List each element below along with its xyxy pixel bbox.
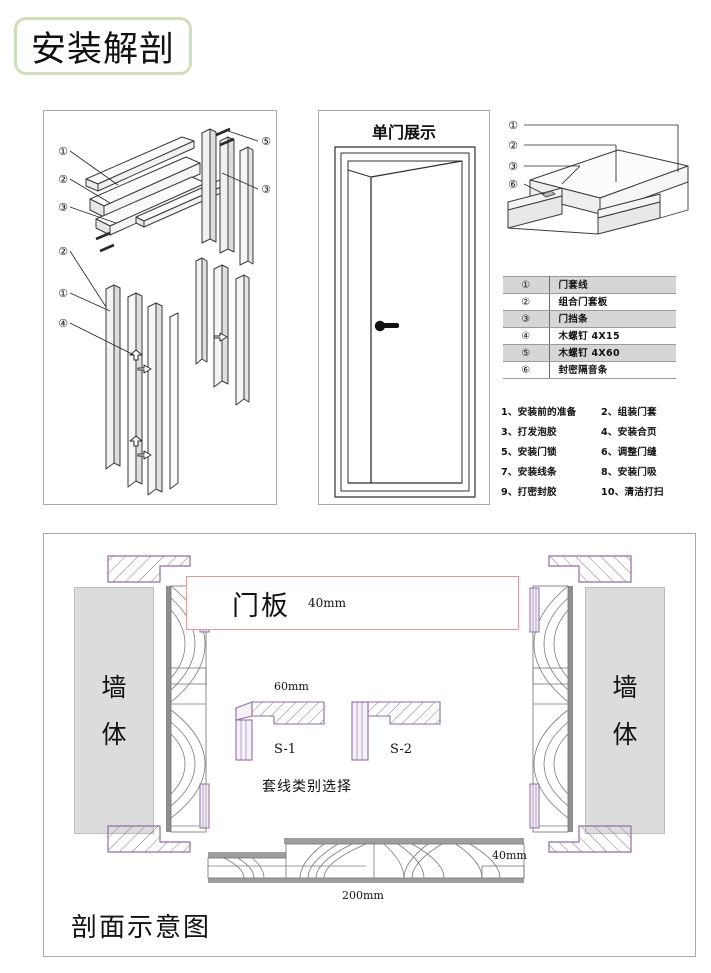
callout-3b: ③ (261, 183, 271, 196)
single-door-display-panel: 单门展示 (318, 110, 490, 505)
list-item: 10、清洁打扫 (601, 487, 664, 498)
jamb-section-right (529, 585, 573, 833)
detail-callout-1: ① (508, 119, 518, 132)
trim-selection-caption: 套线类别选择 (262, 779, 352, 795)
detail-callout-6: ⑥ (508, 178, 518, 191)
detail-callout-3: ③ (508, 160, 518, 173)
wall-block-left: 墙 体 (74, 587, 154, 834)
page-title: 安装解剖 (30, 29, 175, 70)
single-door-title: 单门展示 (371, 123, 436, 142)
plank-thickness-dim: 40mm (492, 849, 527, 862)
exploded-assembly-drawing: ① ② ③ ② ① ④ ⑤ ③ (58, 127, 271, 496)
wall-label-char2: 体 (612, 719, 638, 749)
legend-name: 组合门套板 (549, 293, 676, 311)
legend-num: ⑥ (503, 361, 550, 379)
trim-label-s1: S-1 (274, 742, 297, 757)
door-panel-label: 门板 (232, 590, 290, 622)
legend-num: ④ (503, 327, 550, 345)
trim-profile-s1 (235, 701, 325, 761)
list-item: 9、打密封胶 (501, 487, 557, 498)
trim-profile-s2 (351, 701, 441, 761)
list-item: 8、安装门吸 (601, 467, 657, 478)
section-diagram-caption: 剖面示意图 (71, 913, 212, 943)
section-diagram-panel: 墙 体 墙 体 (43, 533, 696, 957)
frame-detail-drawing: ① ② ③ ⑥ (507, 119, 689, 235)
callout-1a: ① (58, 145, 68, 158)
frame-detail-panel: ① ② ③ ⑥ (500, 110, 696, 235)
callout-1b: ① (58, 287, 68, 300)
single-door-drawing (334, 146, 476, 498)
legend-name: 木螺钉 4X60 (549, 344, 676, 362)
legend-name: 门套线 (549, 276, 676, 294)
table-row: ⑤ 木螺钉 4X60 (503, 344, 676, 362)
installation-steps-list: 1、安装前的准备 2、组装门套 3、打发泡胶 4、安装合页 5、安装门锁 6、调… (501, 404, 685, 498)
door-panel-thickness: 40mm (308, 596, 347, 610)
casing-left-bottom (107, 825, 191, 853)
trim-width-dim: 60mm (274, 680, 309, 693)
legend-name: 门挡条 (549, 310, 676, 328)
casing-right-bottom (548, 825, 632, 853)
casing-right-top (548, 555, 632, 583)
casing-left-top (107, 555, 191, 583)
wall-block-right: 墙 体 (585, 587, 665, 834)
table-row: ① 门套线 (503, 276, 676, 294)
wall-label-char2: 体 (101, 719, 127, 749)
table-row: ④ 木螺钉 4X15 (503, 327, 676, 345)
table-row: ③ 门挡条 (503, 310, 676, 328)
exploded-assembly-panel: ① ② ③ ② ① ④ ⑤ ③ (43, 110, 277, 505)
legend-name: 木螺钉 4X15 (549, 327, 676, 345)
trim-label-s2: S-2 (390, 742, 413, 757)
table-row: ⑥ 封密隔音条 (503, 361, 676, 379)
legend-num: ② (503, 293, 550, 311)
callout-2b: ② (58, 245, 68, 258)
door-handle-icon (374, 320, 399, 332)
wall-label-char1: 墙 (612, 672, 638, 702)
list-item: 7、安装线条 (501, 467, 557, 478)
legend-num: ③ (503, 310, 550, 328)
wall-label-char1: 墙 (101, 672, 127, 702)
callout-4a: ④ (58, 317, 68, 330)
parts-legend-body: ① 门套线 ② 组合门套板 ③ 门挡条 ④ 木螺钉 4X15 ⑤ 木螺钉 4X6… (503, 276, 676, 379)
plank-profile-drawing (207, 838, 525, 883)
table-row: ② 组合门套板 (503, 293, 676, 311)
page-title-badge: 安装解剖 (14, 17, 192, 75)
list-item: 6、调整门缝 (601, 447, 657, 458)
callout-2a: ② (58, 173, 68, 186)
list-item: 3、打发泡胶 (501, 427, 557, 438)
callout-3a: ③ (58, 201, 68, 214)
list-item: 2、组装门套 (601, 407, 657, 418)
list-item: 1、安装前的准备 (501, 407, 577, 418)
list-item: 4、安装合页 (601, 427, 657, 438)
legend-num: ⑤ (503, 344, 550, 362)
parts-legend-table: ① 门套线 ② 组合门套板 ③ 门挡条 ④ 木螺钉 4X15 ⑤ 木螺钉 4X6… (503, 276, 676, 379)
legend-num: ① (503, 276, 550, 294)
list-item: 5、安装门锁 (501, 447, 557, 458)
legend-name: 封密隔音条 (549, 361, 676, 379)
door-panel-callout-box: 门板 40mm (186, 576, 519, 630)
detail-callout-2: ② (508, 139, 518, 152)
plank-width-dim: 200mm (342, 889, 384, 902)
callout-5a: ⑤ (261, 135, 271, 148)
